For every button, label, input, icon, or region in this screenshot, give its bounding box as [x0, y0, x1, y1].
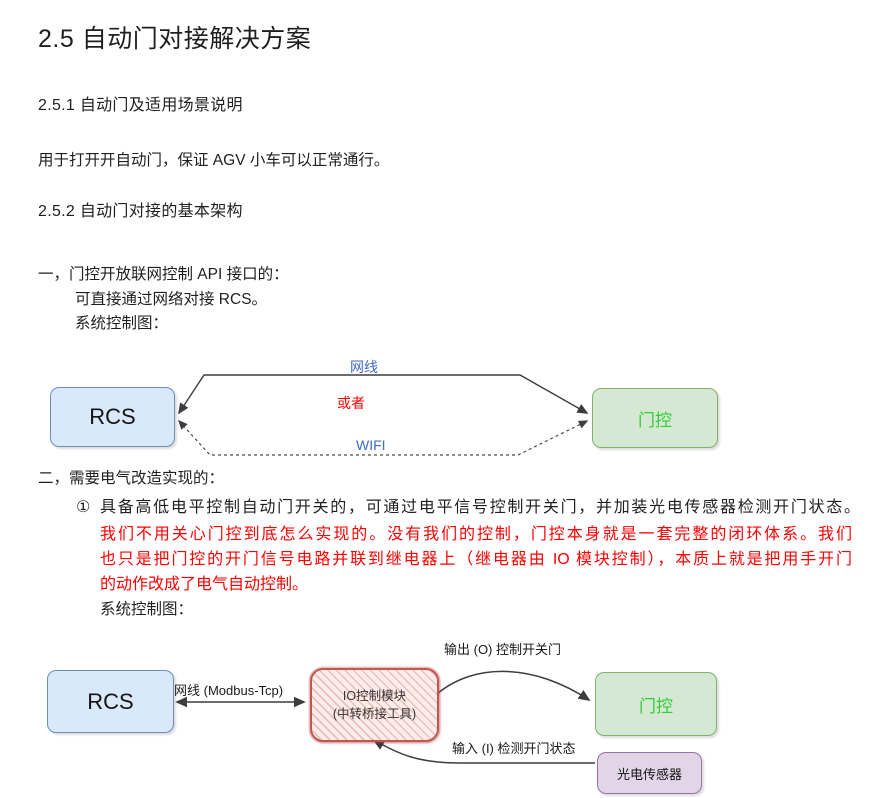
case1-diagram-caption: 系统控制图：: [75, 315, 169, 332]
case1-detail-line: 可直接通过网络对接 RCS。: [75, 291, 268, 308]
rcs-node-label: RCS: [89, 404, 136, 429]
case2-note-line-2: 也只是把门控的开门信号电路并联到继电器上（继电器由 IO 模块控制），本质上就是…: [100, 551, 852, 568]
edge-output-line: [436, 670, 591, 701]
paragraph-scene-usage: 用于打开开自动门，保证 AGV 小车可以正常通行。: [38, 152, 390, 169]
heading-section-2-5: 2.5 自动门对接解决方案: [38, 25, 312, 53]
door-control-node-2: 门控: [595, 672, 717, 736]
case2-item-text: 具备高低电平控制自动门开关的，可通过电平信号控制开关门，并加装光电传感器检测开门…: [100, 499, 860, 516]
case2-item-marker: ①: [76, 499, 91, 516]
edge-label-wired: 网线: [350, 359, 378, 375]
photo-sensor-node: 光电传感器: [597, 752, 702, 794]
diagram-electrical-io: RCS IO控制模块 (中转桥接工具) 门控 光电传感器 网线 (Modbus-…: [0, 632, 874, 798]
edge-wifi-line: [178, 419, 589, 456]
door-control-node-2-label: 门控: [639, 696, 673, 716]
rcs-node-2: RCS: [47, 670, 174, 733]
diagram-network-api: RCS 门控 网线 或者 WIFI: [0, 355, 874, 465]
diagram2-connectors: [175, 670, 595, 764]
edge-wired-line: [178, 374, 589, 415]
case2-diagram-caption: 系统控制图：: [100, 601, 194, 618]
heading-section-2-5-2: 2.5.2 自动门对接的基本架构: [38, 203, 243, 220]
io-module-label: IO控制模块 (中转桥接工具): [333, 687, 416, 723]
case2-note-line-3: 的动作改成了电气自动控制。: [100, 576, 309, 593]
photo-sensor-node-label: 光电传感器: [616, 766, 682, 782]
heading-section-2-5-1: 2.5.1 自动门及适用场景说明: [38, 97, 243, 114]
edge-label-or: 或者: [337, 395, 365, 411]
diagram1-connectors: [178, 374, 589, 456]
door-control-node-label: 门控: [638, 410, 672, 430]
edge-input-line: [372, 739, 595, 764]
edge-label-output: 输出 (O) 控制开关门: [444, 642, 561, 657]
door-control-node: 门控: [592, 388, 718, 448]
edge-label-modbus: 网线 (Modbus-Tcp): [174, 683, 284, 698]
case2-note-line-1: 我们不用关心门控到底怎么实现的。没有我们的控制，门控本身就是一套完整的闭环体系。…: [100, 526, 852, 543]
edge-label-wifi: WIFI: [356, 437, 386, 453]
rcs-node: RCS: [50, 387, 175, 447]
io-module-node: IO控制模块 (中转桥接工具): [310, 668, 439, 742]
case1-intro-line: 一，门控开放联网控制 API 接口的：: [38, 266, 289, 283]
io-module-label-line1: IO控制模块: [342, 688, 407, 703]
case2-intro-line: 二，需要电气改造实现的：: [38, 470, 225, 487]
edge-label-input: 输入 (I) 检测开门状态: [452, 741, 576, 756]
rcs-node-2-label: RCS: [87, 688, 134, 714]
io-module-label-line2: (中转桥接工具): [332, 707, 417, 721]
